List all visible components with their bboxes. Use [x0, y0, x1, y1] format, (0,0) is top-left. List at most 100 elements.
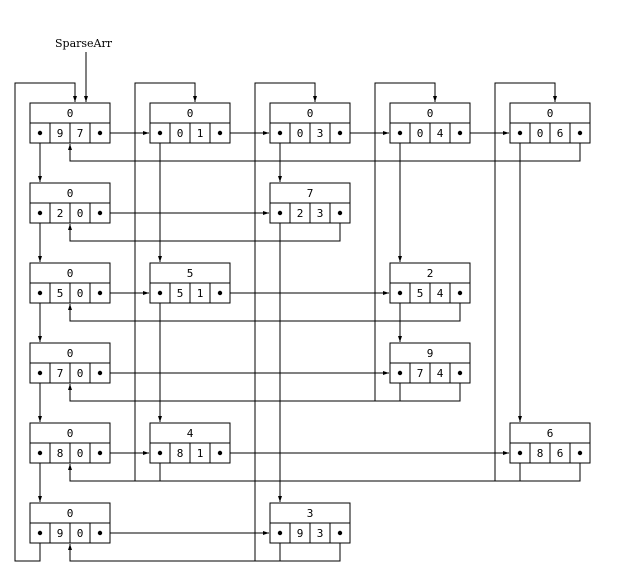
node-value: 4 [187, 427, 194, 440]
down-pointer-dot [277, 130, 283, 136]
node-col: 0 [77, 207, 84, 220]
node-row: 8 [177, 447, 184, 460]
node-value: 0 [67, 347, 74, 360]
down-pointer-dot [37, 130, 43, 136]
right-pointer-dot [577, 130, 583, 136]
col-wrap-link [134, 82, 197, 482]
col-wrap-link [374, 82, 437, 402]
down-pointer-dot [517, 450, 523, 456]
node-col: 0 [77, 527, 84, 540]
right-pointer-dot [217, 450, 223, 456]
node-col: 6 [557, 447, 564, 460]
node-col: 3 [317, 127, 324, 140]
row-wrap-link [68, 533, 341, 562]
right-pointer-dot [217, 290, 223, 296]
node-col: 1 [197, 287, 204, 300]
link-lines [14, 52, 581, 562]
down-pointer-dot [37, 450, 43, 456]
node-value: 0 [67, 507, 74, 520]
node-value: 9 [427, 347, 434, 360]
node-col: 7 [77, 127, 84, 140]
row-wrap-link [68, 213, 341, 242]
right-pointer-dot [337, 210, 343, 216]
col-wrap-link [494, 82, 557, 482]
node-row: 7 [417, 367, 424, 380]
node-row: 8 [57, 447, 64, 460]
down-pointer-dot [157, 450, 163, 456]
right-pointer-dot [457, 290, 463, 296]
node-row: 0 [417, 127, 424, 140]
row-wrap-link [68, 373, 461, 402]
node-row: 2 [297, 207, 304, 220]
node-row: 9 [57, 127, 64, 140]
node-col: 3 [317, 207, 324, 220]
node-col: 0 [77, 367, 84, 380]
node-col: 1 [197, 127, 204, 140]
down-pointer-dot [397, 130, 403, 136]
node-col: 1 [197, 447, 204, 460]
node-value: 2 [427, 267, 434, 280]
node-row: 0 [177, 127, 184, 140]
node-value: 0 [427, 107, 434, 120]
right-pointer-dot [97, 370, 103, 376]
down-pointer-dot [157, 290, 163, 296]
col-wrap-link [14, 82, 77, 562]
node-row: 5 [417, 287, 424, 300]
col-wrap-link [254, 82, 317, 562]
right-pointer-dot [457, 370, 463, 376]
node-col: 0 [77, 447, 84, 460]
row-wrap-link [68, 133, 581, 162]
node-value: 0 [67, 427, 74, 440]
node-value: 7 [307, 187, 314, 200]
down-pointer-dot [37, 370, 43, 376]
node-row: 0 [537, 127, 544, 140]
down-pointer-dot [277, 530, 283, 536]
down-pointer-dot [397, 290, 403, 296]
right-pointer-dot [577, 450, 583, 456]
node-value: 0 [307, 107, 314, 120]
node-value: 6 [547, 427, 554, 440]
node-row: 9 [57, 527, 64, 540]
node-value: 0 [67, 187, 74, 200]
node-col: 4 [437, 367, 444, 380]
down-pointer-dot [517, 130, 523, 136]
right-pointer-dot [337, 130, 343, 136]
right-pointer-dot [217, 130, 223, 136]
row-wrap-link [68, 293, 461, 322]
node-value: 0 [547, 107, 554, 120]
right-pointer-dot [97, 290, 103, 296]
node-col: 3 [317, 527, 324, 540]
node-value: 5 [187, 267, 194, 280]
down-pointer-dot [277, 210, 283, 216]
head-label: SparseArr [55, 37, 113, 50]
down-pointer-dot [157, 130, 163, 136]
node-row: 8 [537, 447, 544, 460]
down-pointer-dot [37, 290, 43, 296]
node-col: 6 [557, 127, 564, 140]
down-pointer-dot [37, 210, 43, 216]
down-pointer-dot [397, 370, 403, 376]
node-row: 9 [297, 527, 304, 540]
node-col: 0 [77, 287, 84, 300]
right-pointer-dot [97, 450, 103, 456]
row-wrap-link [68, 453, 581, 482]
node-row: 2 [57, 207, 64, 220]
node-value: 0 [67, 107, 74, 120]
right-pointer-dot [457, 130, 463, 136]
right-pointer-dot [97, 210, 103, 216]
node-row: 5 [177, 287, 184, 300]
node-value: 0 [67, 267, 74, 280]
node-row: 0 [297, 127, 304, 140]
